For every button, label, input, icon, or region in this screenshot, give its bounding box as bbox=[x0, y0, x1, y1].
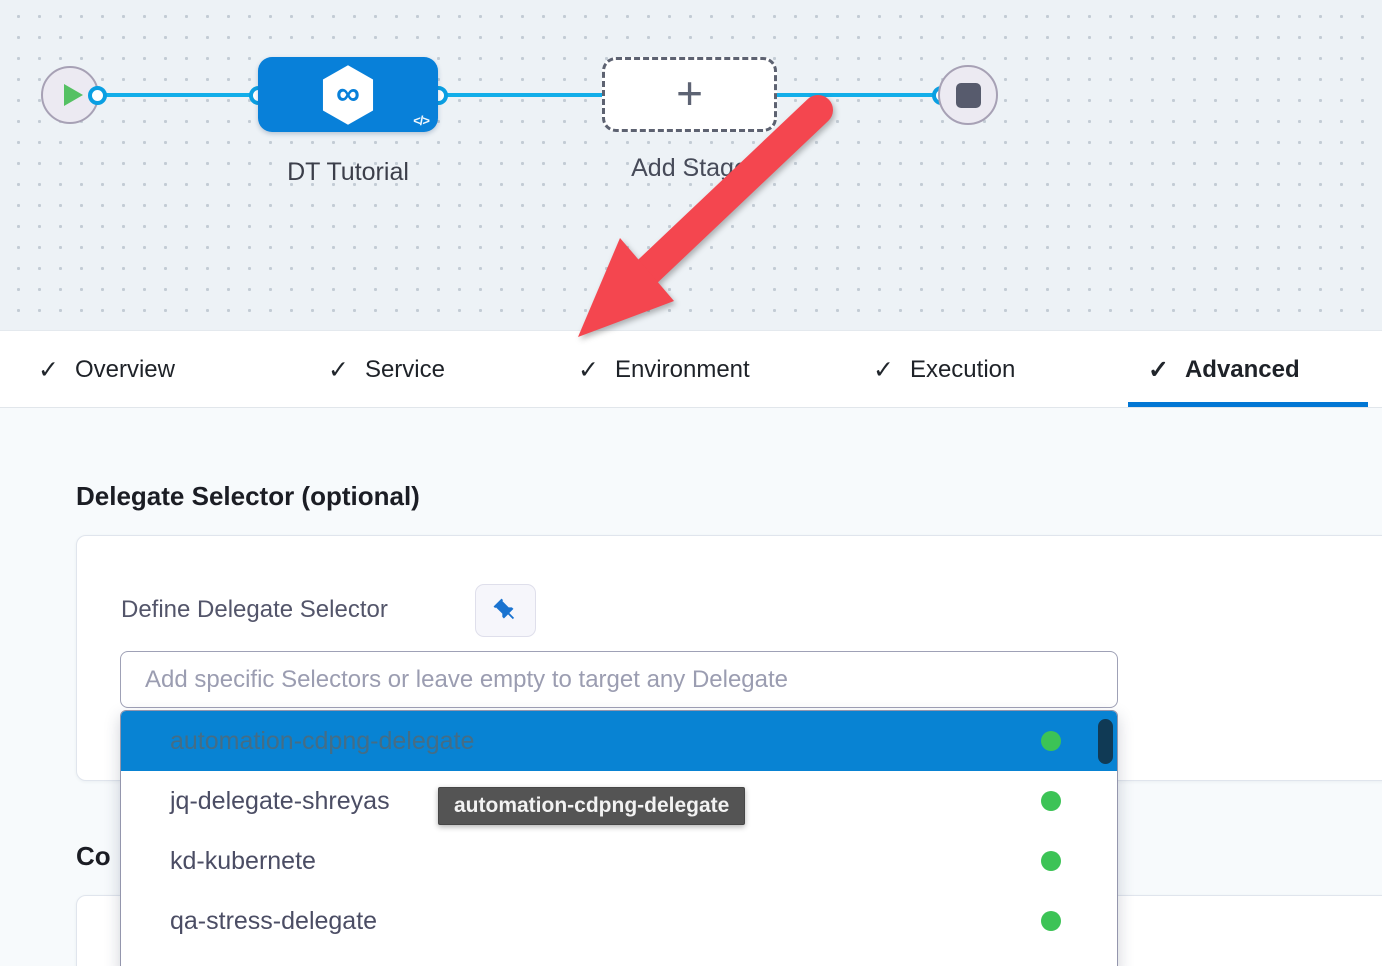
dropdown-item-jq-delegate-shreyas[interactable]: jq-delegate-shreyas bbox=[121, 771, 1117, 831]
svg-text:∞: ∞ bbox=[336, 75, 360, 112]
tab-environment[interactable]: ✓ Environment bbox=[578, 355, 750, 384]
delegate-connected-dot bbox=[1041, 731, 1061, 751]
active-tab-indicator bbox=[1128, 402, 1368, 407]
check-icon: ✓ bbox=[1148, 355, 1169, 384]
tab-overview[interactable]: ✓ Overview bbox=[38, 355, 175, 384]
deploy-stage-hexagon-icon: ∞ bbox=[322, 64, 374, 125]
next-section-heading-partial: Co bbox=[76, 841, 111, 871]
advanced-tab-content: Delegate Selector (optional) Define Dele… bbox=[0, 408, 1382, 966]
edge-addstage-to-end bbox=[777, 93, 943, 97]
stop-icon bbox=[955, 82, 981, 108]
check-icon: ✓ bbox=[38, 355, 59, 384]
delegate-connected-dot bbox=[1041, 911, 1061, 931]
edge-stage-to-addstage bbox=[438, 93, 604, 97]
check-icon: ✓ bbox=[873, 355, 894, 384]
dropdown-scrollbar-thumb[interactable] bbox=[1098, 719, 1113, 764]
delegate-name-tooltip: automation-cdpng-delegate bbox=[438, 787, 746, 825]
add-stage-button[interactable]: + bbox=[602, 57, 777, 132]
delegate-connected-dot bbox=[1041, 791, 1061, 811]
check-icon: ✓ bbox=[578, 355, 599, 384]
delegate-selector-dropdown: automation-cdpng-delegate jq-delegate-sh… bbox=[120, 710, 1118, 966]
tab-advanced[interactable]: ✓ Advanced bbox=[1148, 355, 1300, 384]
pin-icon bbox=[493, 598, 515, 620]
stage-config-tabbar: ✓ Overview ✓ Service ✓ Environment ✓ Exe… bbox=[0, 330, 1382, 408]
pipeline-end-node bbox=[938, 65, 998, 125]
stage-label: DT Tutorial bbox=[287, 158, 409, 186]
delegate-selector-heading: Delegate Selector (optional) bbox=[76, 481, 420, 511]
tab-execution[interactable]: ✓ Execution bbox=[873, 355, 1016, 384]
dropdown-item-automation-cdpng-delegate[interactable]: automation-cdpng-delegate bbox=[121, 711, 1117, 771]
tab-service[interactable]: ✓ Service bbox=[328, 355, 445, 384]
check-icon: ✓ bbox=[328, 355, 349, 384]
stage-node-dt-tutorial[interactable]: ∞ </> bbox=[258, 57, 438, 132]
delegate-connected-dot bbox=[1041, 851, 1061, 871]
add-stage-label: Add Stage bbox=[631, 154, 748, 182]
code-icon: </> bbox=[413, 113, 430, 128]
dropdown-item-qa-stress-delegate[interactable]: qa-stress-delegate bbox=[121, 891, 1117, 951]
fixed-value-pin-button[interactable] bbox=[475, 584, 536, 637]
dropdown-item-kd-kubernete[interactable]: kd-kubernete bbox=[121, 831, 1117, 891]
define-delegate-selector-label: Define Delegate Selector bbox=[121, 596, 388, 623]
edge-start-to-stage bbox=[97, 93, 261, 97]
pipeline-canvas[interactable]: ∞ </> + DT Tutorial Add Stage bbox=[0, 0, 1382, 330]
plus-icon: + bbox=[676, 66, 703, 119]
delegate-selector-input[interactable] bbox=[120, 651, 1118, 708]
play-icon bbox=[63, 84, 83, 106]
connector-port bbox=[88, 86, 107, 105]
